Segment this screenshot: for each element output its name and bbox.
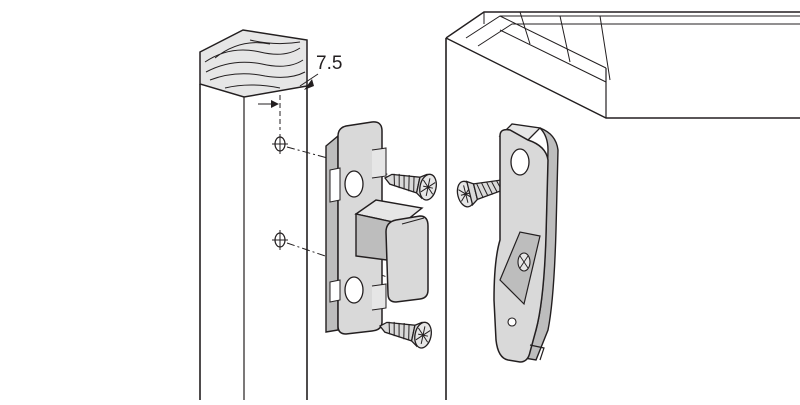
- catch-clip-icon: [493, 123, 559, 363]
- dimension-label: 7.5: [316, 53, 342, 74]
- catch-plate-icon: [325, 121, 429, 335]
- cabinet-panel-icon: [445, 11, 800, 400]
- countersunk-screw-icon-lower: [376, 312, 435, 351]
- countersunk-screw-icon: [381, 164, 440, 203]
- wooden-post-icon: [199, 29, 308, 400]
- dimension-annotation: 7.5: [258, 53, 342, 130]
- drill-hole-marker-lower: [272, 230, 288, 250]
- drill-hole-marker-upper: [272, 134, 288, 154]
